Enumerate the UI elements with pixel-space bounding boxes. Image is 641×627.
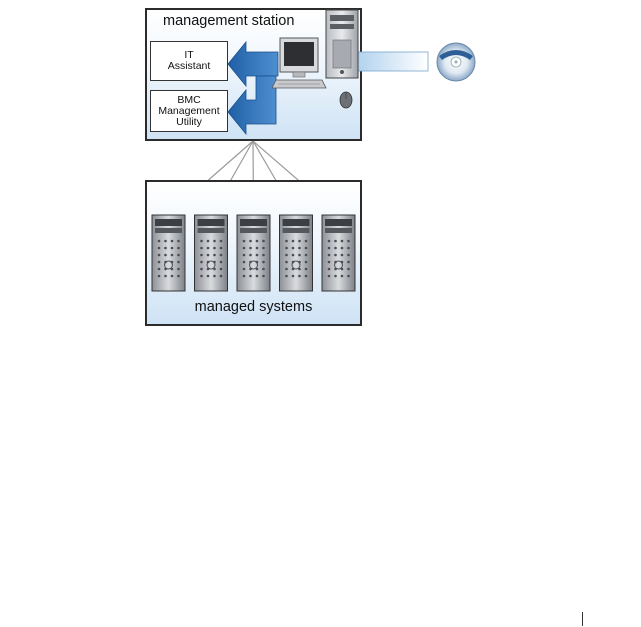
mouse-icon: [339, 91, 353, 109]
arrow-to-bmc-utility: [227, 75, 277, 136]
it-assistant-box: IT Assistant: [150, 41, 228, 81]
managed-servers-group: [151, 214, 356, 292]
bmc-label-line1: BMC: [177, 93, 201, 106]
rack-server-icon: [279, 214, 313, 292]
rack-server-icon: [321, 214, 356, 292]
rack-server-icon: [236, 214, 271, 292]
bmc-label-line2: Management: [158, 104, 220, 117]
bmc-management-utility-box: BMC Management Utility: [150, 90, 228, 132]
tower-pc-icon: [325, 9, 359, 79]
it-assistant-label-line1: IT: [184, 49, 194, 61]
cd-disc-icon: [436, 42, 476, 82]
rack-server-icon: [194, 214, 228, 292]
management-station-title: management station: [163, 13, 295, 29]
page-margin-rule: [582, 612, 583, 626]
rack-server-icon: [151, 214, 186, 292]
it-assistant-label-line2: Assistant: [167, 60, 211, 72]
bmc-label-line3: Utility: [176, 115, 202, 128]
workstation-icon: [271, 37, 327, 89]
managed-systems-title: managed systems: [194, 299, 313, 315]
